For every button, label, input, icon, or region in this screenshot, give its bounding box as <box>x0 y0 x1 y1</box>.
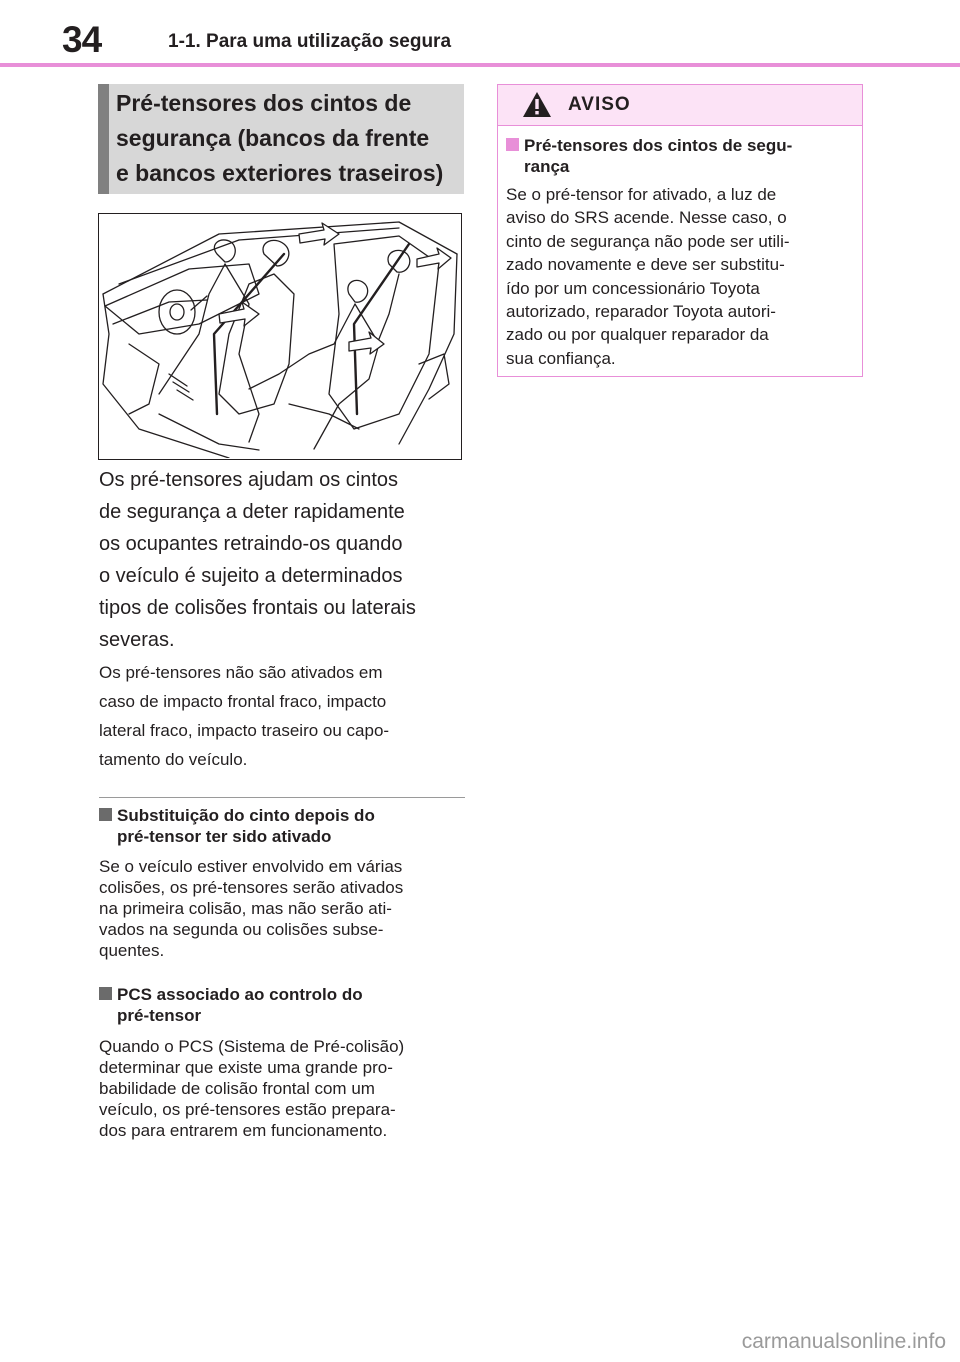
aviso-body-line: sua confiança. <box>506 348 616 368</box>
page-header-title: 1-1. Para uma utilização segura <box>168 31 452 52</box>
subsection-body-line: Se o veículo estiver envolvido em várias <box>99 857 403 876</box>
warning-triangle-icon <box>523 92 551 117</box>
aviso-body-line: cinto de segurança não pode ser utili- <box>506 231 790 251</box>
aviso-body-line: zado ou por qualquer reparador da <box>506 325 769 345</box>
aviso-heading-line: rança <box>524 157 570 176</box>
subsection-heading-line: PCS associado ao controlo do <box>117 985 363 1004</box>
subsection-body-line: Quando o PCS (Sistema de Pré-colisão) <box>99 1037 405 1056</box>
section-title-line: segurança (bancos da frente <box>116 125 430 151</box>
subsection-body-line: veículo, os pré-tensores estão prepara- <box>99 1100 396 1119</box>
square-bullet-icon <box>506 138 519 151</box>
lead-line: os ocupantes retraindo-os quando <box>99 533 403 555</box>
seatbelt-pretensioner-illustration <box>98 213 462 460</box>
aviso-warning-box: AVISO Pré-tensores dos cintos de segu- r… <box>497 84 863 377</box>
square-bullet-icon <box>99 987 112 1000</box>
subsection-heading: PCS associado ao controlo do pré-tensor <box>99 984 469 1026</box>
section-title-box: Pré-tensores dos cintos de segurança (ba… <box>98 84 464 194</box>
note-line: Os pré-tensores não são ativados em <box>99 663 383 682</box>
subsection-body-line: babilidade de colisão frontal com um <box>99 1079 375 1098</box>
subsection-body-line: determinar que existe uma grande pro- <box>99 1058 393 1077</box>
lead-line: severas. <box>99 629 175 651</box>
aviso-body-line: Se o pré-tensor for ativado, a luz de <box>506 185 777 204</box>
aviso-heading: Pré-tensores dos cintos de segu- rança <box>506 135 856 177</box>
aviso-body-line: ído por um concessionário Toyota <box>506 278 760 298</box>
subsection-body: Se o veículo estiver envolvido em várias… <box>99 856 469 961</box>
aviso-heading-line: Pré-tensores dos cintos de segu- <box>524 136 793 155</box>
subsection-body-line: na primeira colisão, mas não serão ati- <box>99 899 392 918</box>
page-number: 34 <box>62 19 102 60</box>
note-line: caso de impacto frontal fraco, impacto <box>99 692 387 711</box>
square-bullet-icon <box>99 808 112 821</box>
aviso-body: Se o pré-tensor for ativado, a luz de av… <box>506 183 856 370</box>
aviso-header: AVISO <box>498 85 862 126</box>
header-rule <box>0 63 960 67</box>
note-line: lateral fraco, impacto traseiro ou capo- <box>99 721 390 740</box>
lead-line: Os pré-tensores ajudam os cintos <box>99 469 399 491</box>
aviso-label: AVISO <box>568 94 631 115</box>
note-line: tamento do veículo. <box>99 750 248 769</box>
subsection-body-line: colisões, os pré-tensores serão ativados <box>99 878 404 897</box>
subsection-heading-line: pré-tensor ter sido ativado <box>117 827 332 846</box>
aviso-body-line: autorizado, reparador Toyota autori- <box>506 302 776 322</box>
watermark: carmanualsonline.info <box>741 1330 946 1353</box>
subsection-body: Quando o PCS (Sistema de Pré-colisão) de… <box>99 1036 469 1141</box>
lead-line: de segurança a deter rapidamente <box>99 501 405 523</box>
subsection-body-line: vados na segunda ou colisões subse- <box>99 920 384 939</box>
subsection-body-line: quentes. <box>99 941 165 960</box>
section-title-line: Pré-tensores dos cintos de <box>116 90 412 116</box>
section-title: Pré-tensores dos cintos de segurança (ba… <box>116 86 456 191</box>
lead-paragraph: Os pré-tensores ajudam os cintos de segu… <box>99 464 467 656</box>
subsection-body-line: dos para entrarem em funcionamento. <box>99 1121 388 1140</box>
subsection-heading-line: pré-tensor <box>117 1006 202 1025</box>
aviso-body-line: zado novamente e deve ser substitu- <box>506 255 785 275</box>
lead-line: tipos de colisões frontais ou laterais <box>99 597 416 619</box>
aviso-body-line: aviso do SRS acende. Nesse caso, o <box>506 208 787 228</box>
note-paragraph: Os pré-tensores não são ativados em caso… <box>99 658 467 774</box>
section-divider <box>99 797 465 798</box>
section-title-line: e bancos exteriores traseiros) <box>116 160 444 186</box>
subsection-heading-line: Substituição do cinto depois do <box>117 806 375 825</box>
lead-line: o veículo é sujeito a determinados <box>99 565 403 587</box>
subsection-heading: Substituição do cinto depois do pré-tens… <box>99 805 469 847</box>
